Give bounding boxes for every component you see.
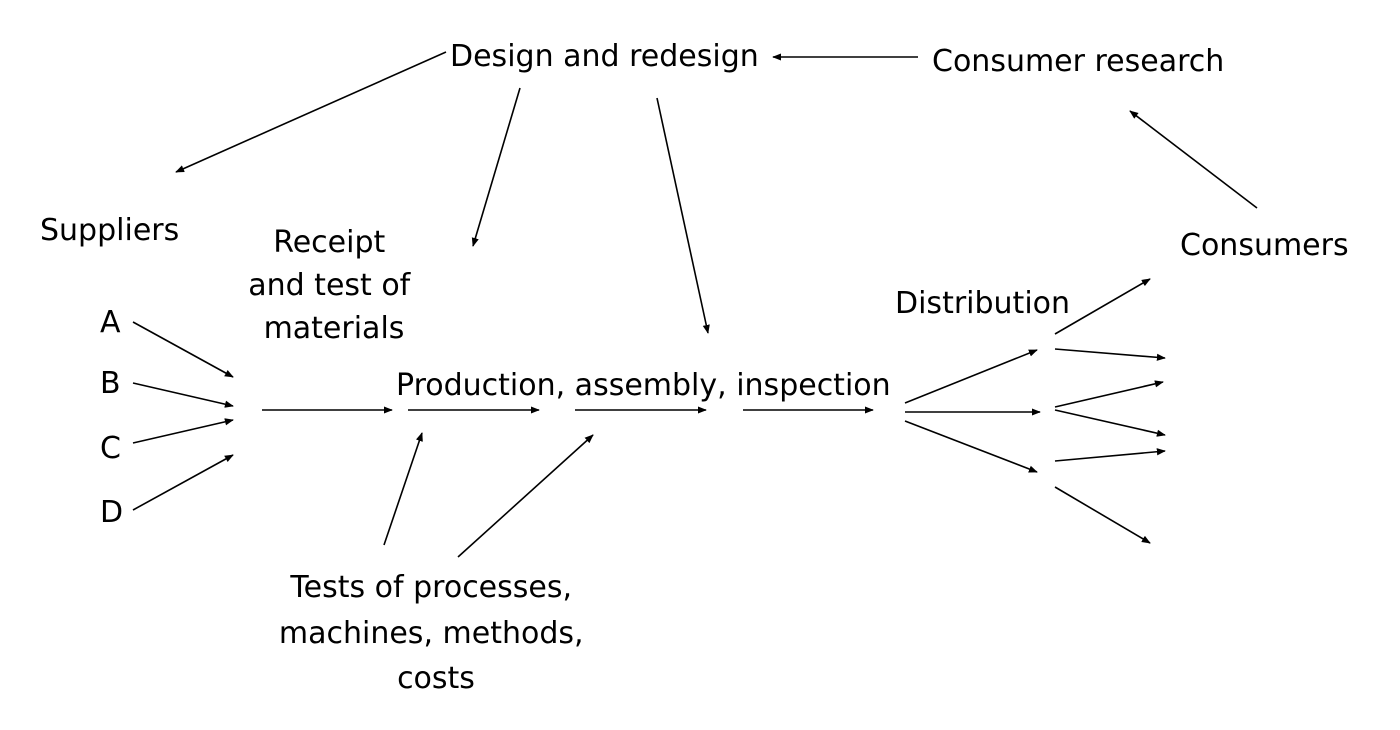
supplier-d-label: D xyxy=(100,495,123,530)
receipt-line-1: Receipt xyxy=(273,225,385,260)
arrow-branch-5 xyxy=(1054,486,1151,544)
arrow-design-to-production xyxy=(656,97,710,334)
design-and-redesign-label: Design and redesign xyxy=(450,39,759,74)
supplier-b-label: B xyxy=(100,366,121,401)
arrow-branch-3 xyxy=(1054,409,1166,437)
arrow-design-to-suppliers xyxy=(175,51,447,173)
supplier-c-label: C xyxy=(100,431,121,466)
arrow-supplier-a xyxy=(132,321,234,378)
consumers-label: Consumers xyxy=(1180,228,1349,263)
arrow-supplier-c xyxy=(132,418,234,444)
arrow-tests-to-production-2 xyxy=(457,434,594,558)
receipt-line-2: and test of xyxy=(248,268,411,303)
distribution-label: Distribution xyxy=(895,286,1070,321)
tests-line-2: machines, methods, xyxy=(279,616,584,651)
supplier-a-label: A xyxy=(100,305,121,340)
arrow-dist-lower xyxy=(904,420,1038,473)
receipt-label: Receipt and test of materials xyxy=(248,225,420,346)
arrow-dist-upper xyxy=(904,349,1038,404)
consumer-research-label: Consumer research xyxy=(932,44,1224,79)
arrow-consumers-to-research xyxy=(1129,110,1258,209)
arrow-branch-2 xyxy=(1054,380,1164,408)
arrow-branch-1 xyxy=(1054,348,1166,361)
arrow-tests-to-production-1 xyxy=(383,432,423,546)
arrow-to-consumers xyxy=(1054,278,1151,335)
arrow-design-to-receipt xyxy=(471,87,521,247)
tests-label: Tests of processes, machines, methods, c… xyxy=(279,570,593,696)
arrow-branch-4 xyxy=(1054,448,1166,462)
arrow-supplier-d xyxy=(132,454,234,511)
suppliers-label: Suppliers xyxy=(40,213,179,248)
tests-line-1: Tests of processes, xyxy=(289,570,572,605)
production-label: Production, assembly, inspection xyxy=(396,368,891,403)
receipt-line-3: materials xyxy=(264,311,405,346)
arrow-supplier-b xyxy=(132,382,234,408)
tests-line-3: costs xyxy=(397,661,475,696)
